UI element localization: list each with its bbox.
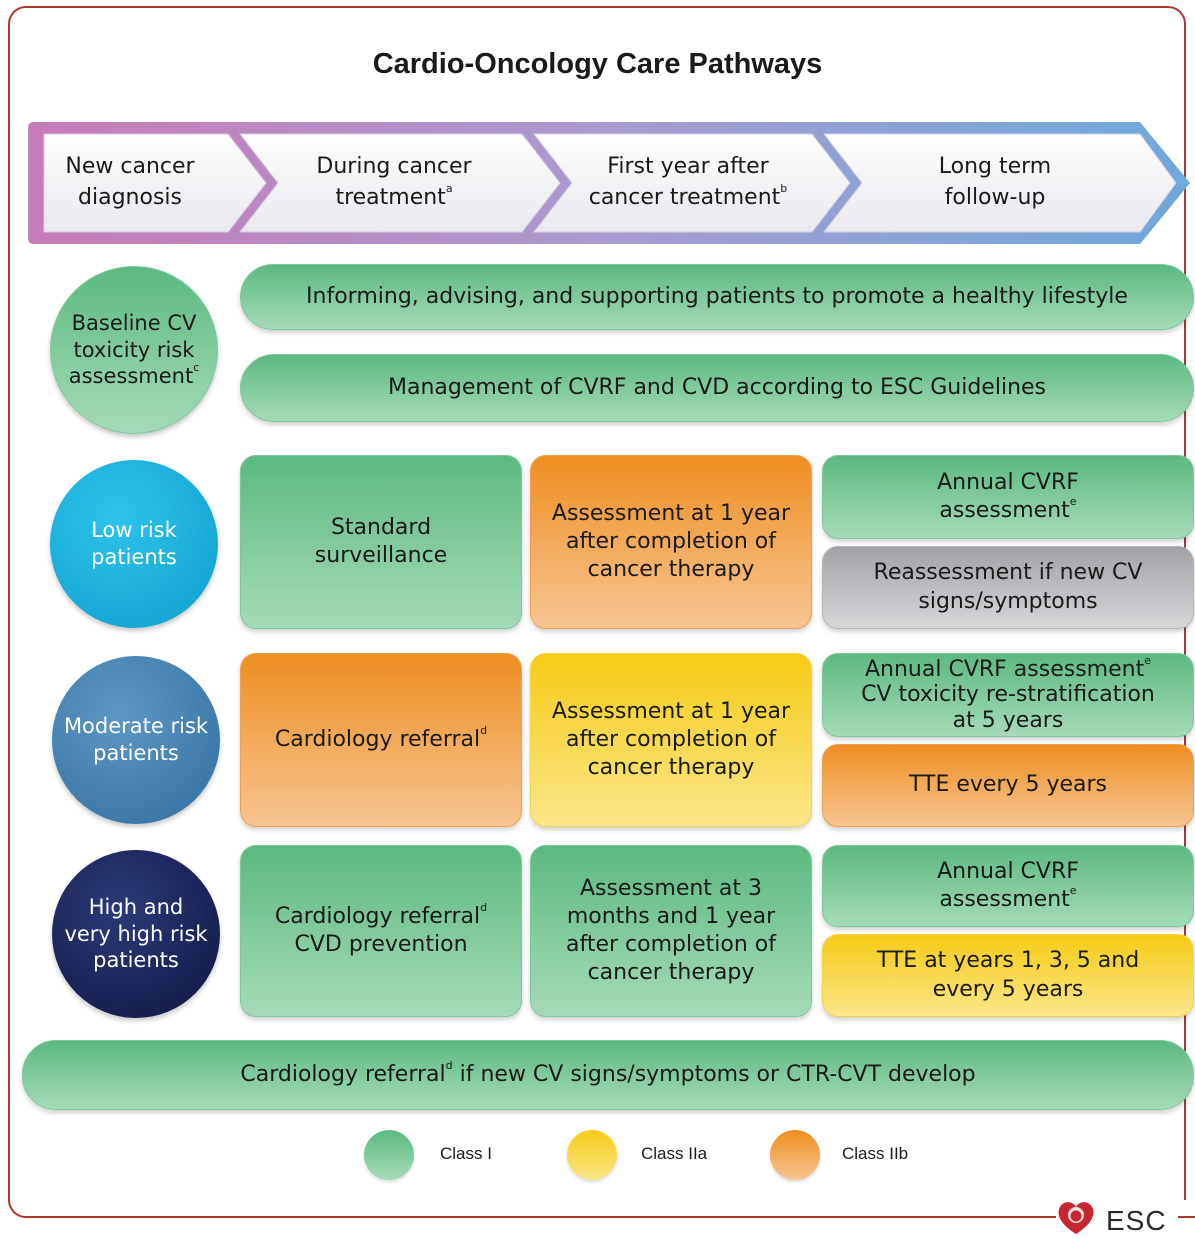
stage-chevron-3 (532, 133, 851, 233)
timeline-banner (28, 122, 1190, 244)
moderate-cardiology-referral: Cardiology referrald (240, 653, 522, 827)
lifestyle-banner: Informing, advising, and supporting pati… (240, 264, 1194, 330)
moderate-tte-5-years: TTE every 5 years (822, 744, 1194, 827)
stage-chevron-2 (238, 133, 561, 233)
legend-class-iia-label: Class IIa (641, 1144, 708, 1163)
esc-logo (1030, 1202, 1195, 1234)
legend-class-iib-label: Class IIb (842, 1144, 909, 1163)
legend-class-iib-dot (770, 1130, 820, 1180)
stage-chevron-4 (822, 133, 1177, 233)
stage-chevron-1 (43, 133, 267, 233)
legend-class-i-dot (364, 1130, 414, 1180)
esc-logo-text: ESC (1106, 1205, 1167, 1236)
legend-class-i-label: Class I (440, 1144, 492, 1163)
bottom-referral-banner: Cardiology referrald if new CV signs/sym… (22, 1040, 1194, 1110)
legend-class-iia-dot (567, 1130, 617, 1180)
page-title: Cardio-Oncology Care Pathways (372, 48, 823, 80)
management-banner: Management of CVRF and CVD according to … (240, 354, 1194, 422)
frame-mask (1030, 1200, 1195, 1239)
